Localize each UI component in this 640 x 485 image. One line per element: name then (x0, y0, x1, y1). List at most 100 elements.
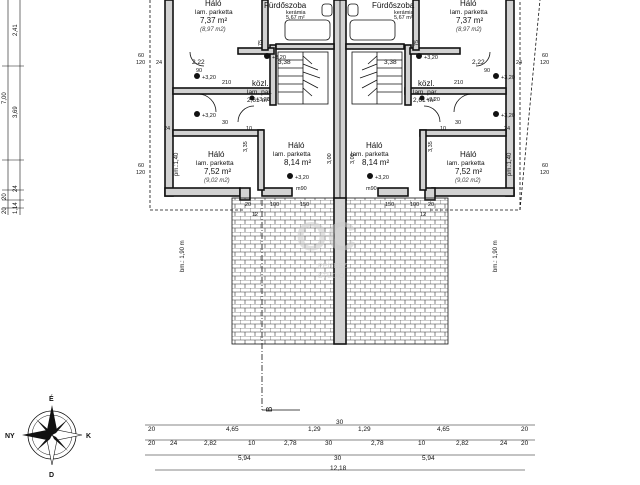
svg-text:+3,20: +3,20 (501, 113, 515, 119)
left-dimension-chain: 2,41 7,00 3,69 1,14 24 20 20 (2, 0, 24, 215)
outer-walls (164, 0, 515, 201)
svg-text:7,37 m²: 7,37 m² (200, 16, 227, 25)
svg-text:pm.:1,40: pm.:1,40 (507, 152, 513, 176)
room-halo-top-right: Háló lam. parketta 7,37 m² (8,97 m2) (450, 0, 488, 33)
svg-text:30: 30 (222, 120, 228, 126)
svg-text:2,22: 2,22 (472, 59, 485, 66)
svg-text:24: 24 (516, 60, 522, 66)
svg-text:20: 20 (521, 426, 529, 433)
svg-text:STÚDIÓ: STÚDIÓ (318, 271, 345, 280)
svg-text:30: 30 (336, 419, 344, 426)
svg-text:+3,20: +3,20 (426, 97, 440, 103)
svg-text:Fürdőszoba: Fürdőszoba (264, 1, 307, 10)
svg-text:3,69: 3,69 (13, 106, 19, 118)
svg-text:7,52 m²: 7,52 m² (455, 167, 482, 176)
svg-text:20: 20 (2, 207, 8, 214)
stairs-right (351, 51, 403, 105)
svg-text:24: 24 (13, 185, 19, 192)
bottom-dimension-chain: 20 4,65 1,29 30 1,29 4,65 20 20 24 2,82 … (145, 419, 535, 472)
room-halo-side-right: Háló lam. parketta 7,52 m² (9,02 m2) (447, 150, 485, 184)
svg-text:5,94: 5,94 (422, 455, 435, 462)
svg-text:+3,20: +3,20 (202, 113, 216, 119)
svg-text:5,67 m²: 5,67 m² (286, 15, 305, 21)
svg-text:Háló: Háló (460, 0, 477, 8)
svg-text:+3,20: +3,20 (295, 175, 309, 181)
svg-text:7,37 m²: 7,37 m² (456, 16, 483, 25)
svg-text:120: 120 (136, 60, 145, 66)
svg-text:24: 24 (156, 60, 162, 66)
svg-text:Háló: Háló (366, 141, 383, 150)
svg-text:1,29: 1,29 (358, 426, 371, 433)
svg-text:lam. parketta: lam. parketta (351, 151, 389, 158)
svg-text:4,65: 4,65 (226, 426, 239, 433)
svg-text:kerámia: kerámia (286, 10, 307, 16)
svg-text:OC: OC (296, 215, 356, 259)
svg-text:+3,20: +3,20 (256, 97, 270, 103)
svg-text:+3,20: +3,20 (202, 75, 216, 81)
svg-text:lam. par.: lam. par. (413, 89, 438, 96)
svg-text:120: 120 (540, 170, 549, 176)
svg-text:20: 20 (2, 193, 8, 200)
opening-labels: m90 m90 bm.: 1,90 m bm.: 1,90 m pm.:1,40… (174, 152, 513, 412)
svg-text:4,65: 4,65 (437, 426, 450, 433)
svg-text:24: 24 (504, 126, 510, 132)
svg-text:+3,20: +3,20 (375, 175, 389, 181)
compass-rose: É D K NY (5, 394, 91, 479)
room-halo-side-left: Háló lam. parketta 7,52 m² (9,02 m2) (196, 150, 234, 184)
svg-text:20: 20 (148, 426, 156, 433)
svg-text:1,29: 1,29 (308, 426, 321, 433)
svg-text:Háló: Háló (288, 141, 305, 150)
svg-text:ÉPÍTÉSZ: ÉPÍTÉSZ (318, 261, 348, 270)
svg-text:8,14 m²: 8,14 m² (284, 158, 311, 167)
terrace-right (345, 197, 449, 345)
svg-text:24: 24 (500, 440, 508, 447)
svg-text:(9,02 m2): (9,02 m2) (455, 178, 481, 184)
svg-text:20: 20 (148, 440, 156, 447)
svg-text:120: 120 (540, 60, 549, 66)
svg-text:lam. parketta: lam. parketta (447, 160, 485, 167)
svg-text:60: 60 (138, 53, 144, 59)
svg-text:24: 24 (164, 126, 170, 132)
watermark: OC ÉPÍTÉSZ STÚDIÓ (296, 215, 356, 280)
svg-text:30: 30 (334, 455, 342, 462)
svg-text:7,00: 7,00 (2, 92, 8, 104)
svg-text:lam. parketta: lam. parketta (450, 9, 488, 16)
svg-text:120: 120 (136, 170, 145, 176)
svg-text:pm.:1,40: pm.:1,40 (174, 152, 180, 176)
svg-text:12: 12 (420, 212, 426, 218)
inner-dimensions: 2,22 3,38 3,38 2,22 90 210 90 210 75 75 … (156, 40, 522, 218)
svg-text:150: 150 (385, 202, 394, 208)
room-bath-left: Fürdőszoba kerámia 5,67 m² (264, 1, 307, 21)
svg-text:közl.: közl. (252, 79, 268, 88)
svg-text:É: É (49, 394, 54, 403)
svg-text:10: 10 (418, 440, 426, 447)
svg-text:10: 10 (246, 126, 252, 132)
roof-outline (149, 0, 541, 211)
svg-text:közl.: közl. (418, 79, 434, 88)
room-kozl-right: közl. lam. par. 2,61 m² (413, 79, 438, 104)
svg-text:20: 20 (428, 202, 434, 208)
svg-text:10: 10 (440, 126, 446, 132)
svg-text:Háló: Háló (205, 0, 222, 8)
svg-text:2,78: 2,78 (371, 440, 384, 447)
svg-text:60: 60 (138, 163, 144, 169)
svg-text:+3,20: +3,20 (424, 55, 438, 61)
svg-text:7,52 m²: 7,52 m² (204, 167, 231, 176)
svg-text:20: 20 (245, 202, 251, 208)
svg-text:3,35: 3,35 (243, 141, 249, 152)
svg-text:+3,20: +3,20 (501, 75, 515, 81)
svg-text:2,61 m²: 2,61 m² (413, 97, 436, 104)
svg-text:3,35: 3,35 (428, 141, 434, 152)
svg-text:210: 210 (222, 80, 231, 86)
svg-text:2,82: 2,82 (456, 440, 469, 447)
svg-text:Háló: Háló (460, 150, 477, 159)
svg-text:12: 12 (252, 212, 258, 218)
svg-text:5,94: 5,94 (238, 455, 251, 462)
svg-text:60: 60 (542, 53, 548, 59)
level-markers: +3,20 +3,20 +3,20 +3,20 +3,20 +3,20 +3,2… (194, 53, 515, 181)
room-bath-right: Fürdőszoba kerámia 5,67 m² (372, 1, 415, 21)
svg-text:30: 30 (455, 120, 461, 126)
svg-text:2,61 m²: 2,61 m² (247, 97, 270, 104)
svg-text:2,22: 2,22 (192, 59, 205, 66)
